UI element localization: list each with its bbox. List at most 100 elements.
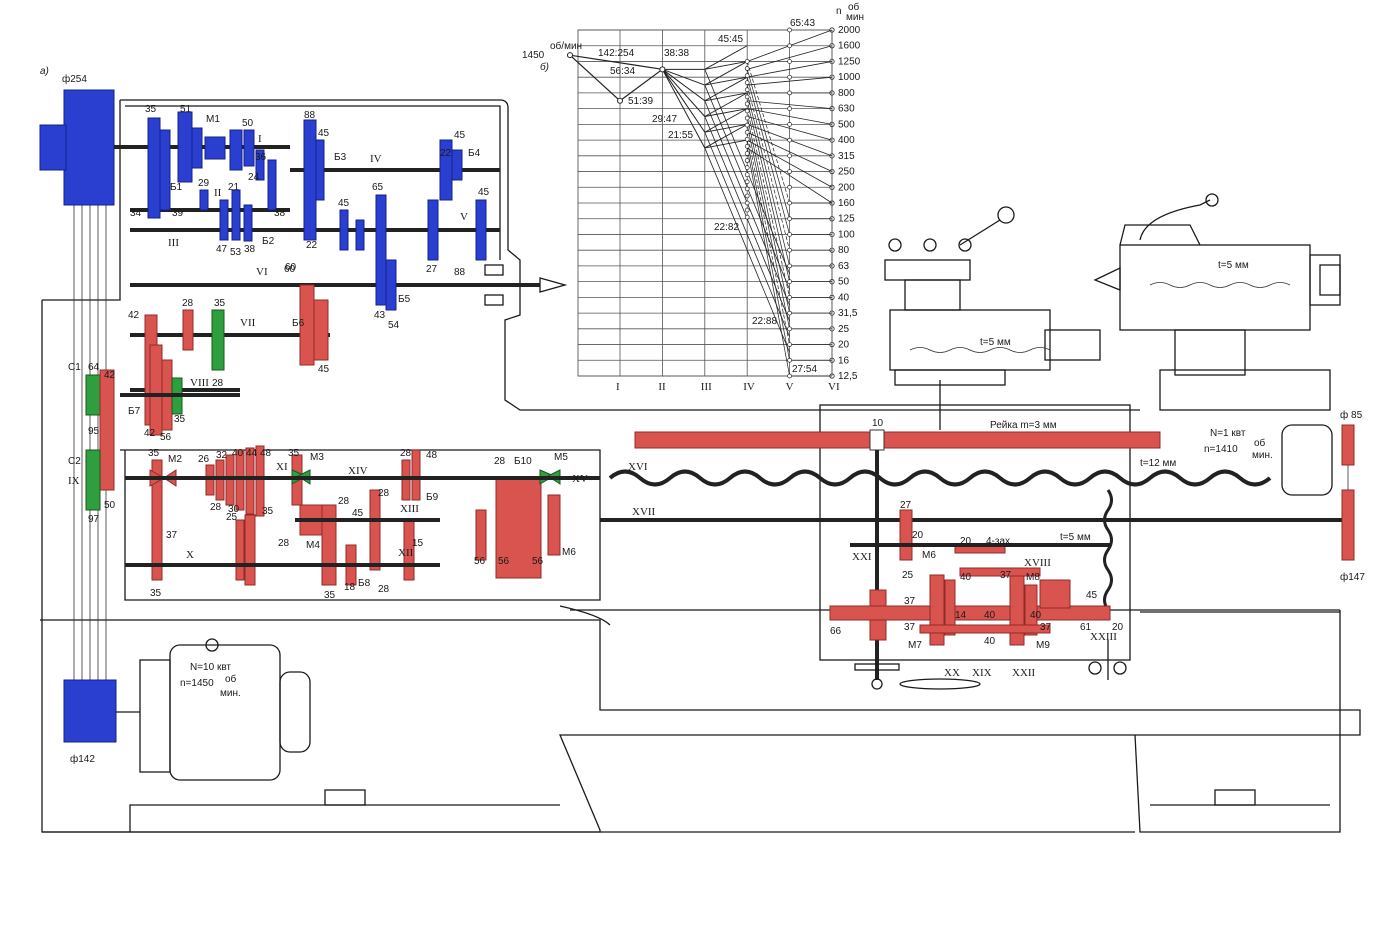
svg-text:35: 35 [174,414,186,425]
svg-text:XI: XI [276,461,288,473]
svg-text:60: 60 [285,262,297,273]
svg-text:28: 28 [210,502,222,513]
svg-text:35: 35 [214,298,226,309]
svg-text:61: 61 [1080,622,1092,633]
svg-text:42: 42 [104,370,116,381]
ray [704,147,790,353]
svg-text:мин: мин [846,12,864,23]
svg-text:43: 43 [374,310,386,321]
svg-text:М4: М4 [306,540,320,551]
aux-motor-speed: n=1410 [1204,444,1238,455]
ray [704,69,790,274]
svg-text:29: 29 [198,178,210,189]
ray-node [744,87,750,93]
svg-text:40: 40 [984,636,996,647]
speed-tick-label: 50 [838,277,850,288]
svg-text:37: 37 [1000,570,1012,581]
ray [704,92,748,102]
coupling-c1 [85,374,101,416]
ray-node [787,184,792,190]
ray-node [744,207,750,213]
ratio-label: 56:34 [610,66,635,77]
svg-text:С2: С2 [68,456,81,467]
rack-and-screws: 10 Рейка m=3 мм t=12 мм t=5 мм [600,418,1350,680]
speed-tick-label: 160 [838,198,855,209]
ray-node [744,151,750,156]
ray-node [744,129,750,135]
apron-screw-pitch: t=5 мм [1060,532,1091,543]
svg-text:Б2: Б2 [262,236,275,247]
feed-labels: 42 28 35 60 45 28 35 42 56 64 42 95 97 5… [68,264,656,601]
svg-text:27: 27 [900,500,912,511]
svg-text:28: 28 [182,298,194,309]
speed-tick-label: 1250 [838,56,861,67]
svg-text:35: 35 [145,104,157,115]
rack-label: Рейка m=3 мм [990,420,1057,431]
speed-tick-label: 500 [838,119,855,130]
svg-text:Б10: Б10 [514,456,532,467]
svg-text:64: 64 [88,362,100,373]
svg-text:24: 24 [248,172,260,183]
svg-text:54: 54 [388,320,400,331]
svg-text:XIII: XIII [400,503,419,515]
shaft-tick-label: III [701,381,712,393]
ray [704,139,748,149]
ray-node [787,59,792,64]
ray [662,68,706,117]
tailstock: t=5 мм [1093,193,1341,411]
svg-text:40: 40 [232,448,244,459]
ray [747,108,833,125]
ray-node [787,247,792,253]
ray [746,100,790,282]
ray-node [744,200,750,206]
svg-text:56: 56 [474,556,486,567]
ray-node [617,97,623,104]
ray [569,54,621,102]
ray-node [787,43,792,49]
svg-text:65: 65 [372,182,384,193]
svg-text:М1: М1 [206,114,220,125]
svg-text:28: 28 [212,378,224,389]
ray [746,84,790,251]
svg-text:97: 97 [88,514,100,525]
ratio-label: 29:47 [652,114,677,125]
tailstock-pitch: t=5 мм [1218,260,1249,271]
shaft-tick-label: IV [743,381,755,393]
speed-tick-label: 2000 [838,25,861,36]
svg-text:XIV: XIV [348,465,368,477]
ray-node [787,342,792,347]
ratio-label: 65:43 [790,18,815,29]
svg-text:С1: С1 [68,362,81,373]
main-pulley: ф254 а) [39,66,115,680]
ray-node [744,165,750,170]
svg-text:37: 37 [904,622,916,633]
ray-node [787,310,792,316]
svg-text:V: V [460,211,468,223]
ray-node [744,73,750,78]
ray [747,131,833,172]
shaft-tick-label: I [616,381,620,393]
speed-tick-label: 40 [838,292,850,303]
pulley-147-label: ф147 [1340,571,1365,583]
speed-tick-label: 20 [838,340,850,351]
panel-b-label: б) [540,61,549,73]
speed-tick-label: 100 [838,229,855,240]
main-motor: N=10 квт n=1450 об мин. [116,638,311,781]
ray [704,108,748,117]
svg-text:Б6: Б6 [292,318,305,329]
svg-text:45: 45 [454,130,466,141]
ray [746,92,790,266]
lead-screw [608,469,1272,487]
headstock-gears [147,111,487,311]
svg-text:40: 40 [984,610,996,621]
speed-tick-label: 1600 [838,41,861,52]
svg-text:45: 45 [352,508,364,519]
svg-text:40: 40 [960,572,972,583]
speed-tick-label: 16 [838,355,850,366]
speed-chart: б) 1450 n об мин 20001600125010008006305… [522,1,864,393]
svg-text:42: 42 [128,310,140,321]
aux-motor: N=1 квт n=1410 об мин. ф 85 ф147 [1204,409,1365,583]
svg-text:38: 38 [244,244,256,255]
